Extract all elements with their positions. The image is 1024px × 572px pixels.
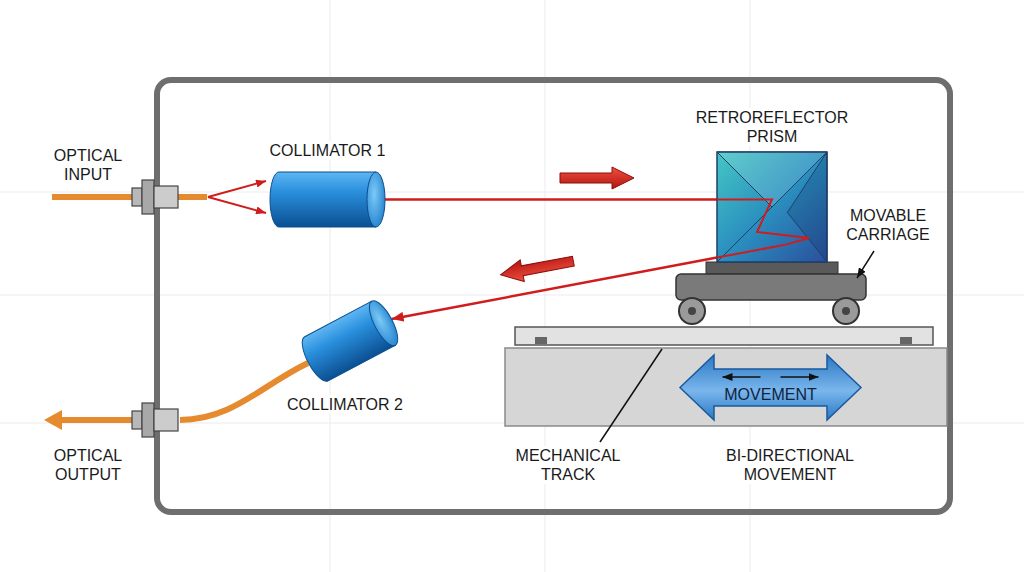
output-fiber <box>44 410 62 430</box>
carriage <box>688 307 696 315</box>
light-beam <box>385 198 717 201</box>
collimator: COLLIMATOR 1 <box>270 172 385 227</box>
collimator <box>270 172 385 227</box>
collimator: COLLIMATOR 2 <box>285 292 415 392</box>
retroreflector-prism <box>717 200 809 258</box>
carriage <box>679 298 705 324</box>
retroreflector-prism <box>717 152 827 262</box>
carriage <box>676 274 866 300</box>
mechanical-rail <box>515 327 933 345</box>
carriage <box>842 307 850 315</box>
collimator <box>367 172 385 227</box>
arrow-label: MOVEMENT <box>724 385 816 404</box>
retroreflector-prism <box>787 152 827 262</box>
carriage <box>706 262 838 274</box>
input-fiber <box>52 194 207 200</box>
leader-line <box>600 251 874 442</box>
retroreflector-prism <box>717 152 827 262</box>
output-fiber <box>142 403 154 437</box>
carriage <box>676 262 866 324</box>
output-fiber <box>132 411 142 429</box>
output-fiber <box>60 417 140 423</box>
diverging-rays <box>208 181 266 197</box>
collimator <box>270 172 385 227</box>
carriage <box>833 298 859 324</box>
direction-arrow <box>560 167 634 189</box>
track-base <box>505 348 947 426</box>
output-fiber <box>154 409 178 431</box>
input-fiber <box>132 188 142 206</box>
mechanical-rail <box>900 337 912 344</box>
input-fiber <box>154 186 178 208</box>
housing <box>157 80 950 512</box>
diverging-rays <box>208 181 266 213</box>
direction-arrow <box>499 250 576 285</box>
callout-label: MOVABLE CARRIAGE <box>833 206 943 244</box>
part-label: RETROREFLECTOR PRISM <box>682 108 862 146</box>
input-fiber <box>142 180 154 214</box>
light-beam <box>392 258 717 319</box>
callout-label: OPTICAL INPUT <box>38 146 138 184</box>
collimator <box>285 292 415 392</box>
movement-arrow <box>781 376 819 378</box>
movement-arrow <box>723 376 761 378</box>
callout-label: BI-DIRECTIONAL MOVEMENT <box>705 446 875 484</box>
callout-label: OPTICAL OUTPUT <box>38 446 138 484</box>
mechanical-rail <box>515 327 933 345</box>
track-base <box>505 348 947 426</box>
callout-label: MECHANICAL TRACK <box>503 446 633 484</box>
leader-line <box>600 349 662 442</box>
collimator <box>364 297 403 350</box>
retroreflector-prism: RETROREFLECTOR PRISM <box>717 152 827 262</box>
mechanical-rail <box>535 337 547 344</box>
part-label: COLLIMATOR 2 <box>285 395 405 414</box>
collimator <box>297 297 403 385</box>
direction-arrow <box>560 167 634 189</box>
movement-arrow <box>680 355 861 420</box>
part-label: COLLIMATOR 1 <box>268 141 388 160</box>
collimator <box>270 172 376 227</box>
grid-lines <box>545 0 546 572</box>
movement-arrow: MOVEMENT <box>680 355 861 420</box>
diverging-rays <box>208 197 266 213</box>
direction-arrow <box>499 250 576 285</box>
leader-line <box>857 251 874 278</box>
grid-lines <box>330 0 331 572</box>
output-fiber <box>44 363 308 437</box>
input-fiber <box>52 180 207 214</box>
